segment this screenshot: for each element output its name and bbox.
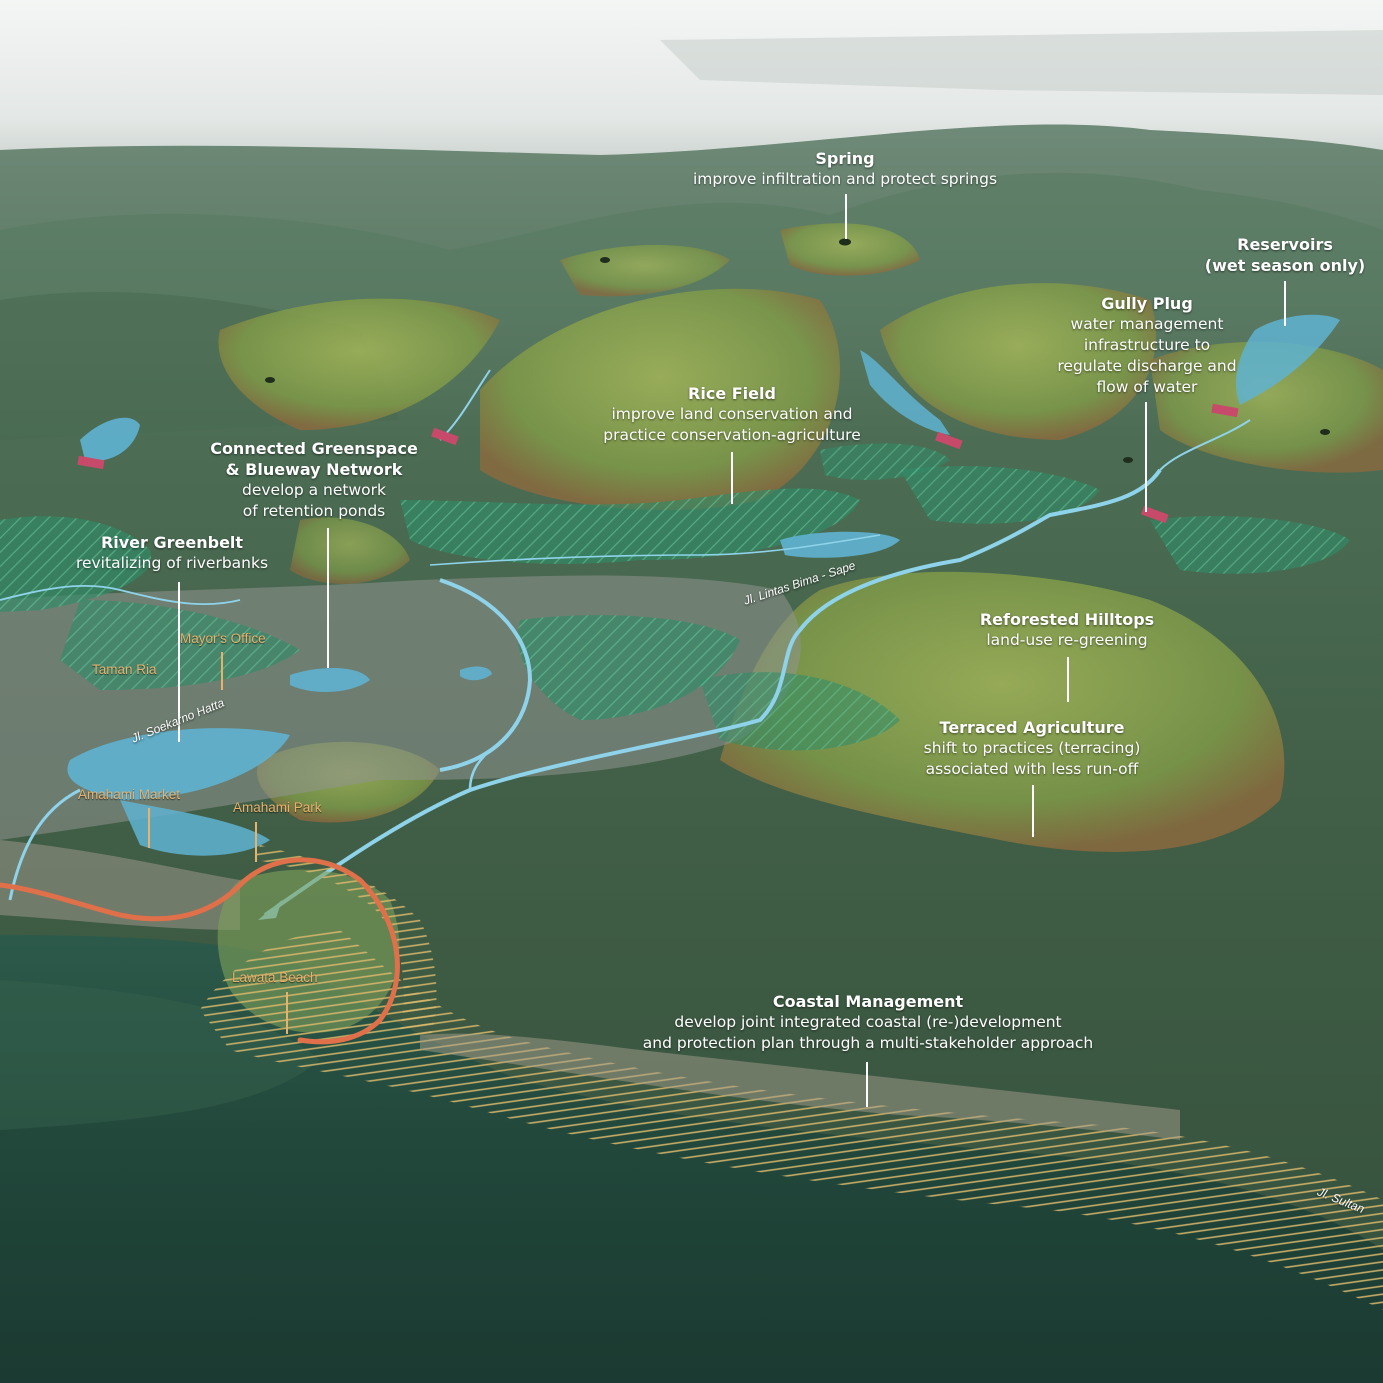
- coastal-title: Coastal Management: [772, 992, 964, 1011]
- river-greenbelt-leader: [178, 582, 180, 742]
- reservoirs-desc: (wet season only): [1204, 256, 1366, 275]
- greenspace-callout: Connected Greenspace & Blueway Network d…: [210, 438, 418, 522]
- coastal-desc-1: develop joint integrated coastal (re-)de…: [674, 1013, 1062, 1031]
- terraced-leader: [1032, 785, 1034, 837]
- reforested-callout: Reforested Hilltops land-use re-greening: [980, 609, 1154, 651]
- gully-plug-title: Gully Plug: [1101, 294, 1193, 313]
- reforested-leader: [1067, 657, 1069, 702]
- lawata-beach-leader: [286, 992, 288, 1034]
- river-greenbelt-desc: revitalizing of riverbanks: [75, 554, 269, 572]
- coastal-leader: [866, 1062, 868, 1107]
- river-greenbelt-title: River Greenbelt: [100, 533, 244, 552]
- spring-desc: improve infiltration and protect springs: [692, 170, 998, 188]
- taman-ria-label: Taman Ria: [92, 662, 157, 677]
- gully-plug-desc-2: infrastructure to: [1083, 336, 1211, 354]
- coastal-callout: Coastal Management develop joint integra…: [643, 991, 1093, 1054]
- rice-field-desc-2: practice conservation-agriculture: [603, 426, 861, 444]
- river-greenbelt-callout: River Greenbelt revitalizing of riverban…: [76, 532, 268, 574]
- rice-field-leader: [731, 452, 733, 504]
- reforested-desc: land-use re-greening: [986, 631, 1148, 649]
- amahami-park-label: Amahami Park: [233, 800, 322, 815]
- rice-field-title: Rice Field: [688, 384, 776, 403]
- greenspace-title-2: & Blueway Network: [225, 460, 403, 479]
- terraced-desc-1: shift to practices (terracing): [923, 739, 1141, 757]
- reservoirs-title: Reservoirs: [1237, 235, 1333, 254]
- gully-plug-desc-4: flow of water: [1096, 378, 1198, 396]
- lawata-beach-label: Lawata Beach: [232, 970, 318, 985]
- greenspace-desc-2: of retention ponds: [242, 502, 386, 520]
- terraced-desc-2: associated with less run-off: [925, 760, 1139, 778]
- reforested-title: Reforested Hilltops: [979, 610, 1155, 629]
- reservoirs-callout: Reservoirs (wet season only): [1205, 234, 1365, 276]
- gully-plug-callout: Gully Plug water management infrastructu…: [1057, 293, 1236, 398]
- spring-leader: [845, 194, 847, 239]
- spring-callout: Spring improve infiltration and protect …: [693, 148, 997, 190]
- coastal-desc-2: and protection plan through a multi-stak…: [642, 1034, 1094, 1052]
- gully-plug-desc-3: regulate discharge and: [1057, 357, 1237, 375]
- mayors-office-leader: [221, 652, 223, 690]
- terraced-title: Terraced Agriculture: [939, 718, 1125, 737]
- greenspace-desc-1: develop a network: [241, 481, 387, 499]
- terraced-callout: Terraced Agriculture shift to practices …: [924, 717, 1141, 780]
- amahami-market-leader: [148, 808, 150, 848]
- gully-plug-leader: [1145, 402, 1147, 512]
- spring-title: Spring: [815, 149, 875, 168]
- amahami-market-label: Amahami Market: [78, 787, 181, 802]
- rice-field-desc-1: improve land conservation and: [611, 405, 853, 423]
- greenspace-leader: [327, 528, 329, 668]
- rice-field-callout: Rice Field improve land conservation and…: [603, 383, 861, 446]
- gully-plug-desc-1: water management: [1070, 315, 1224, 333]
- reservoirs-leader: [1284, 281, 1286, 326]
- greenspace-title-1: Connected Greenspace: [210, 439, 418, 458]
- mayors-office-label: Mayor's Office: [180, 631, 266, 646]
- amahami-park-leader: [255, 822, 257, 862]
